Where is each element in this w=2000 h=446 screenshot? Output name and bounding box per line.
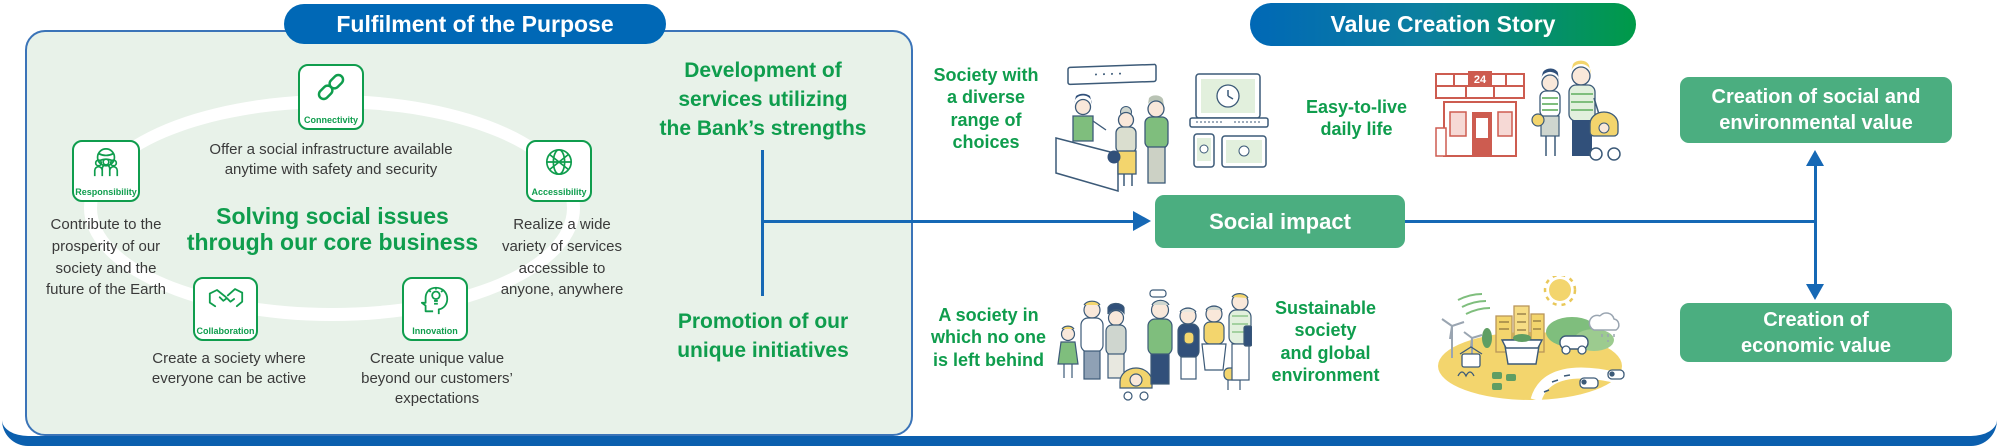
- fulfilment-pill-label: Fulfilment of the Purpose: [336, 10, 614, 37]
- arrow-down-icon: [1806, 284, 1824, 300]
- responsibility-description: Contribute to the prosperity of our soci…: [45, 216, 167, 299]
- arrow-up-icon: [1806, 150, 1824, 166]
- family-with-stroller-illustration: [1531, 60, 1621, 161]
- creation-economic-box: Creation of economic value: [1680, 303, 1952, 362]
- value-label: Responsibility: [75, 187, 137, 197]
- value-box-responsibility: Responsibility: [72, 140, 140, 202]
- collaboration-description: Create a society where everyone can be a…: [151, 350, 307, 387]
- value-label: Accessibility: [531, 187, 587, 197]
- diverse-people-group-illustration: [1057, 289, 1252, 401]
- bank-counter-scene-illustration: [1055, 63, 1169, 192]
- value-label: Connectivity: [303, 115, 358, 125]
- value-creation-pill-label: Value Creation Story: [1330, 11, 1556, 37]
- value-creation-pill: Value Creation Story: [1250, 3, 1636, 46]
- connectivity-description: Offer a social infrastructure available …: [209, 141, 453, 178]
- value-connector-line: [1405, 220, 1816, 223]
- arrow-right-icon: [1133, 211, 1151, 231]
- value-double-arrow-line: [1814, 164, 1817, 286]
- handshake-icon: [208, 288, 243, 308]
- people-globe-icon: [93, 148, 119, 177]
- purpose-heading: Solving social issues through our core b…: [186, 203, 479, 256]
- development-text: Development of services utilizing the Ba…: [659, 59, 867, 140]
- outcome-sustainable: Sustainable society and global environme…: [1271, 298, 1380, 385]
- chain-link-icon: [317, 73, 345, 101]
- diagram-frame: [2, 14, 1997, 446]
- convenience-store-illustration: 24: [1435, 71, 1525, 157]
- promotion-text: Promotion of our unique initiatives: [677, 310, 849, 362]
- innovation-description: Create unique value beyond our customers…: [361, 350, 513, 407]
- value-box-accessibility: Accessibility: [526, 140, 592, 202]
- sustainable-town-illustration: [1438, 276, 1625, 402]
- globe-network-icon: [545, 148, 573, 176]
- idea-head-icon: [420, 286, 449, 315]
- social-impact-box: Social impact: [1155, 195, 1405, 248]
- creation-social-environmental-box: Creation of social and environmental val…: [1680, 77, 1952, 143]
- value-label: Innovation: [412, 326, 458, 336]
- outcome-easy-daily-life: Easy-to-live daily life: [1305, 97, 1408, 140]
- outcome-diverse-choices: Society with a diverse range of choices: [933, 65, 1039, 152]
- value-label: Collaboration: [196, 326, 255, 336]
- outcome-no-one-left-behind: A society in which no one is left behind: [931, 305, 1046, 370]
- accessibility-description: Realize a wide variety of services acces…: [500, 216, 624, 299]
- value-box-innovation: Innovation: [402, 277, 468, 341]
- bridge-vertical-line: [761, 150, 764, 296]
- store-sign-text: 24: [1474, 74, 1487, 86]
- digital-devices-illustration: [1189, 73, 1269, 168]
- fulfilment-pill: Fulfilment of the Purpose: [284, 4, 666, 44]
- impact-arrow-line: [761, 220, 1135, 223]
- value-box-connectivity: Connectivity: [298, 64, 364, 130]
- value-box-collaboration: Collaboration: [193, 277, 258, 341]
